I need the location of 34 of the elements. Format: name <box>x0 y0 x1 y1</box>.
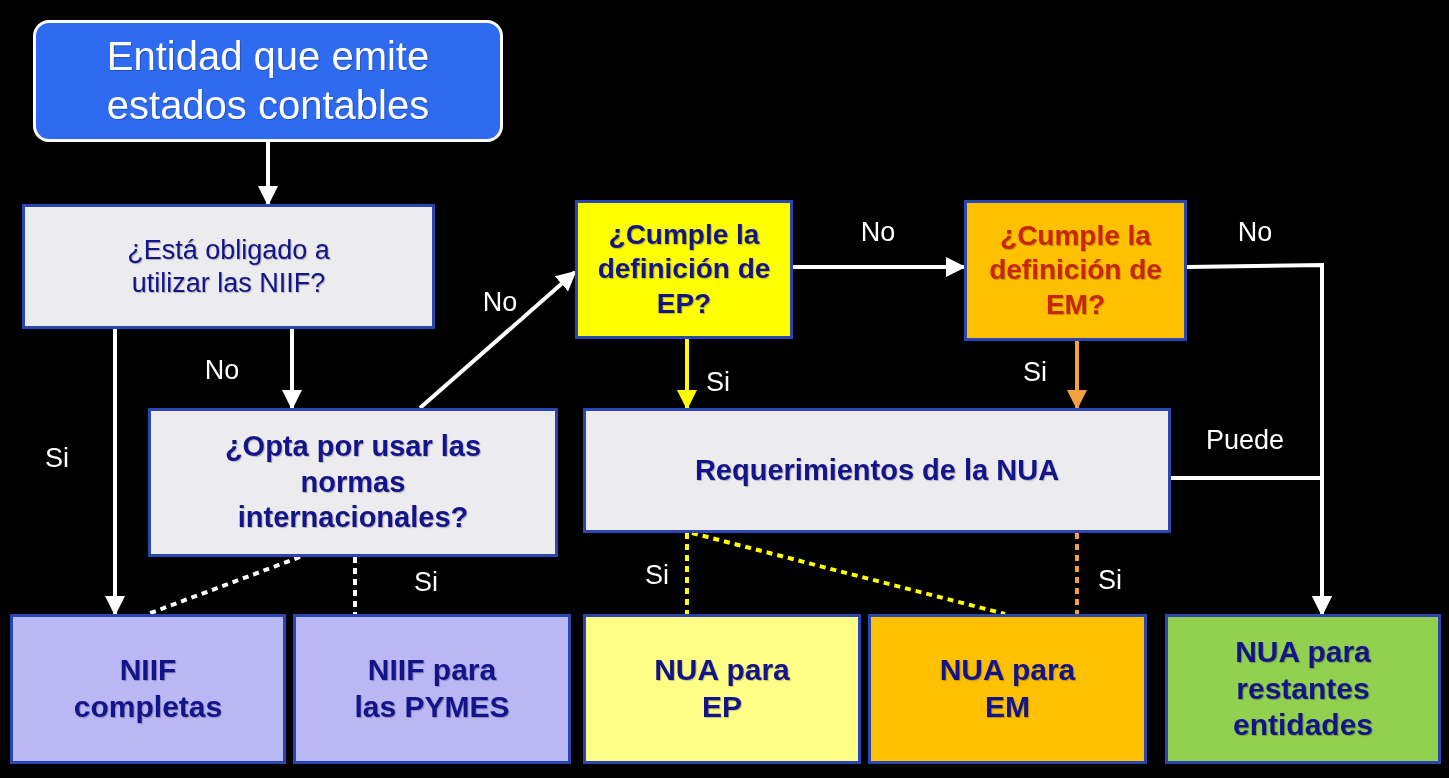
result-box <box>868 614 1147 764</box>
node-text: ¿Opta por usar las normas internacionales? <box>223 429 483 536</box>
node-text: NIIF completas <box>72 652 224 725</box>
node-text: ¿Cumple la definición de EM? <box>988 219 1163 322</box>
arrow <box>282 329 302 410</box>
arrow <box>105 329 125 616</box>
decision-box <box>148 408 558 557</box>
decision-box <box>22 204 435 329</box>
connector-line <box>353 557 357 614</box>
result-box <box>1165 614 1441 764</box>
start-box <box>33 20 503 142</box>
process-box <box>583 408 1171 533</box>
result-box <box>583 614 861 764</box>
arrow <box>258 142 278 206</box>
arrow <box>677 339 697 410</box>
connector-line <box>685 533 689 614</box>
decision-box <box>964 200 1187 341</box>
connector-line <box>691 531 1006 616</box>
connector-line <box>1075 533 1079 614</box>
connector-line <box>147 555 301 616</box>
result-box <box>10 614 286 764</box>
arrow <box>418 270 577 410</box>
node-text: NIIF para las PYMES <box>353 652 511 725</box>
node-text: Entidad que emite estados contables <box>105 33 431 129</box>
node-text: ¿Está obligado a utilizar las NIIF? <box>126 233 331 300</box>
node-text: ¿Cumple la definición de EP? <box>596 218 772 321</box>
node-text: NUA para restantes entidades <box>1231 634 1374 744</box>
node-text: Requerimientos de la NUA <box>693 452 1061 488</box>
decision-box <box>575 200 793 339</box>
arrow <box>793 257 966 277</box>
result-box <box>293 614 571 764</box>
arrow <box>1067 341 1087 410</box>
node-text: NUA para EP <box>653 652 791 725</box>
node-text: NUA para EM <box>938 652 1077 725</box>
